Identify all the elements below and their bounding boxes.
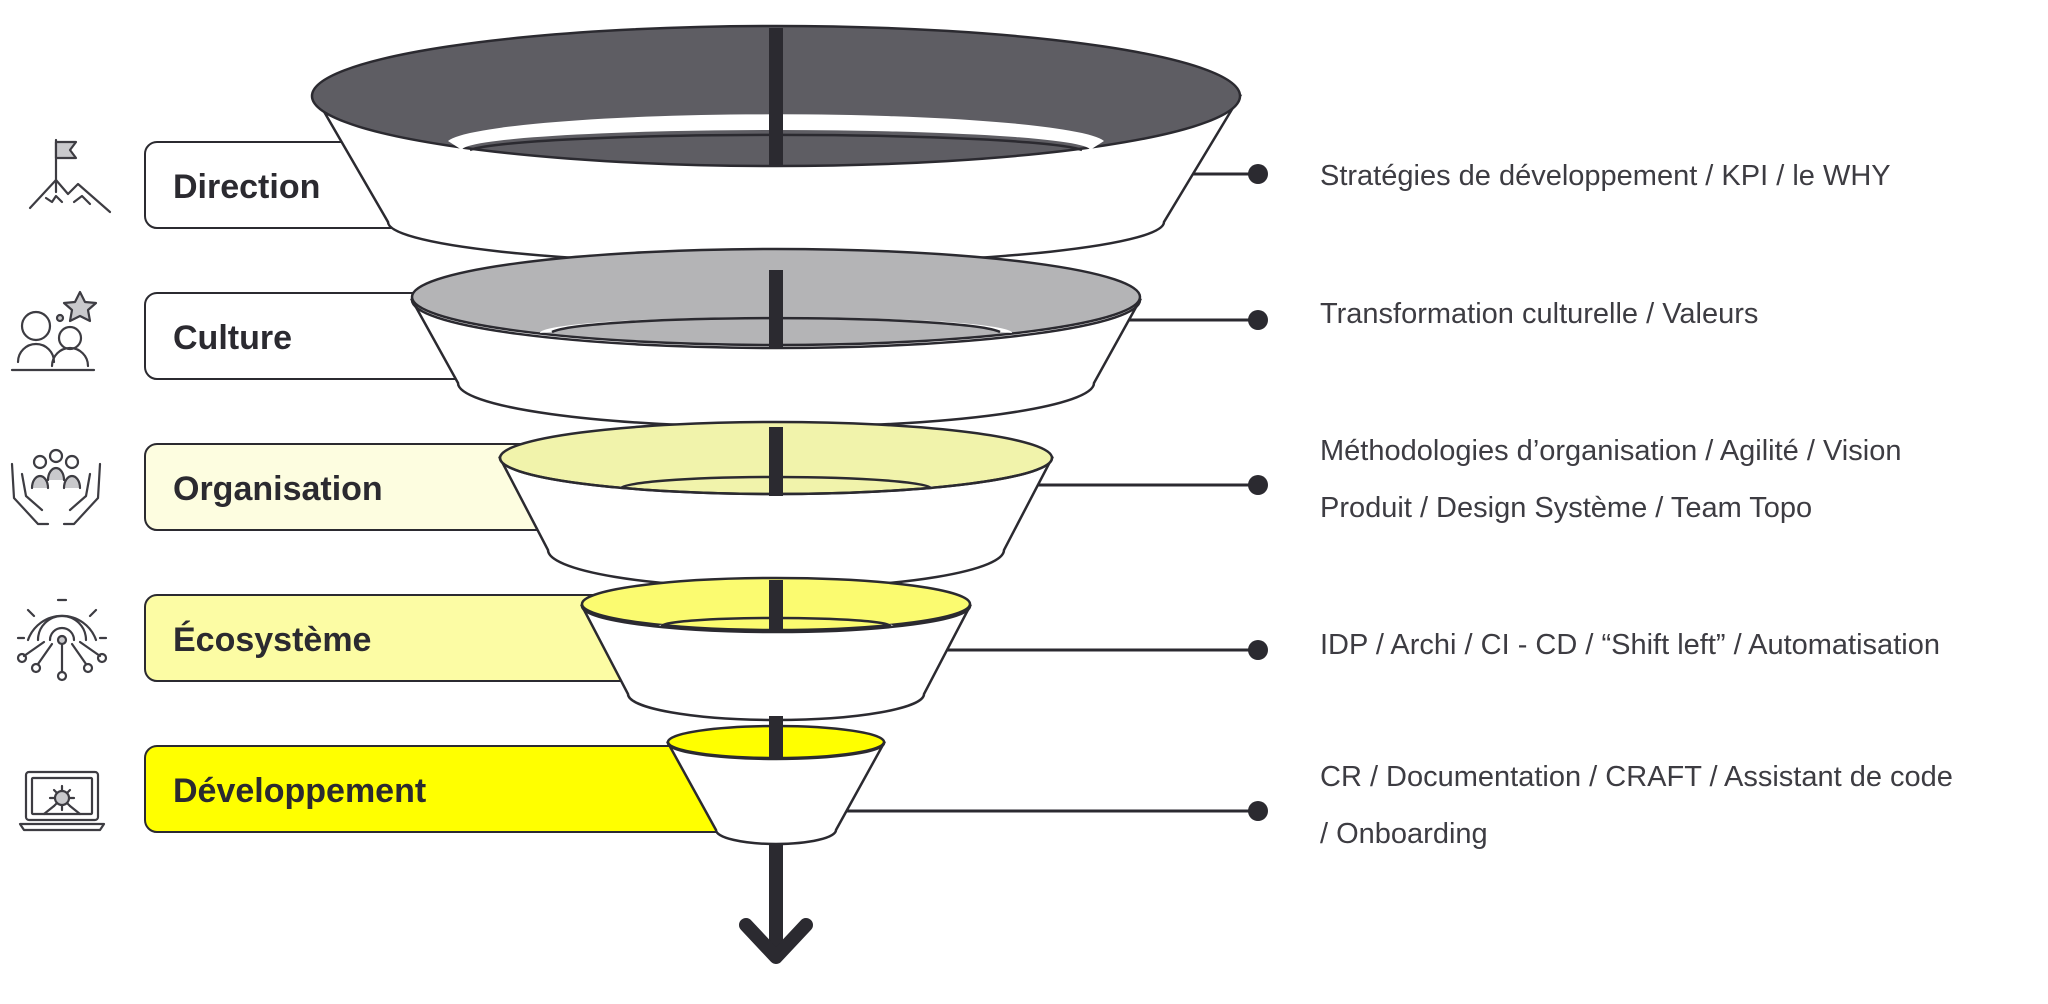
laptop-gear-icon [18,770,106,832]
level-direction-text: Direction [173,168,320,206]
connector-culture [1120,310,1268,330]
funnel-stack [310,24,1243,964]
level-organisation-text: Organisation [173,470,383,508]
level-ecosysteme-text: Écosystème [173,621,371,659]
description-developpement-line-2: / Onboarding [1320,818,1488,850]
people-star-icon [10,290,98,372]
hands-team-icon [10,448,102,526]
description-developpement-line-1: CR / Documentation / CRAFT / Assistant d… [1320,761,1953,793]
level-labels: Direction Culture Organisation Écosystèm… [144,141,746,833]
description-organisation-line-1: Méthodologies d’organisation / Agilité /… [1320,435,1901,467]
level-organisation-label: Organisation [144,443,586,531]
gear-circuit-icon [16,598,108,682]
description-direction-line-1: Stratégies de développement / KPI / le W… [1320,160,1891,192]
level-developpement-text: Développement [173,772,426,810]
description-ecosysteme-line-1: IDP / Archi / CI - CD / “Shift left” / A… [1320,629,1940,661]
connector-organisation [1030,475,1268,495]
connector-ecosysteme [940,640,1268,660]
level-developpement-label: Développement [144,745,746,833]
description-organisation-line-2: Produit / Design Système / Team Topo [1320,492,1812,524]
level-culture-text: Culture [173,319,292,357]
connector-developpement [835,801,1268,821]
level-descriptions: Stratégies de développement / KPI / le W… [1320,160,1953,850]
description-culture-line-1: Transformation culturelle / Valeurs [1320,298,1758,330]
level-icons [10,138,112,832]
down-arrow-icon [739,918,813,964]
level-ecosysteme-label: Écosystème [144,594,666,682]
mountain-flag-icon [28,138,112,214]
